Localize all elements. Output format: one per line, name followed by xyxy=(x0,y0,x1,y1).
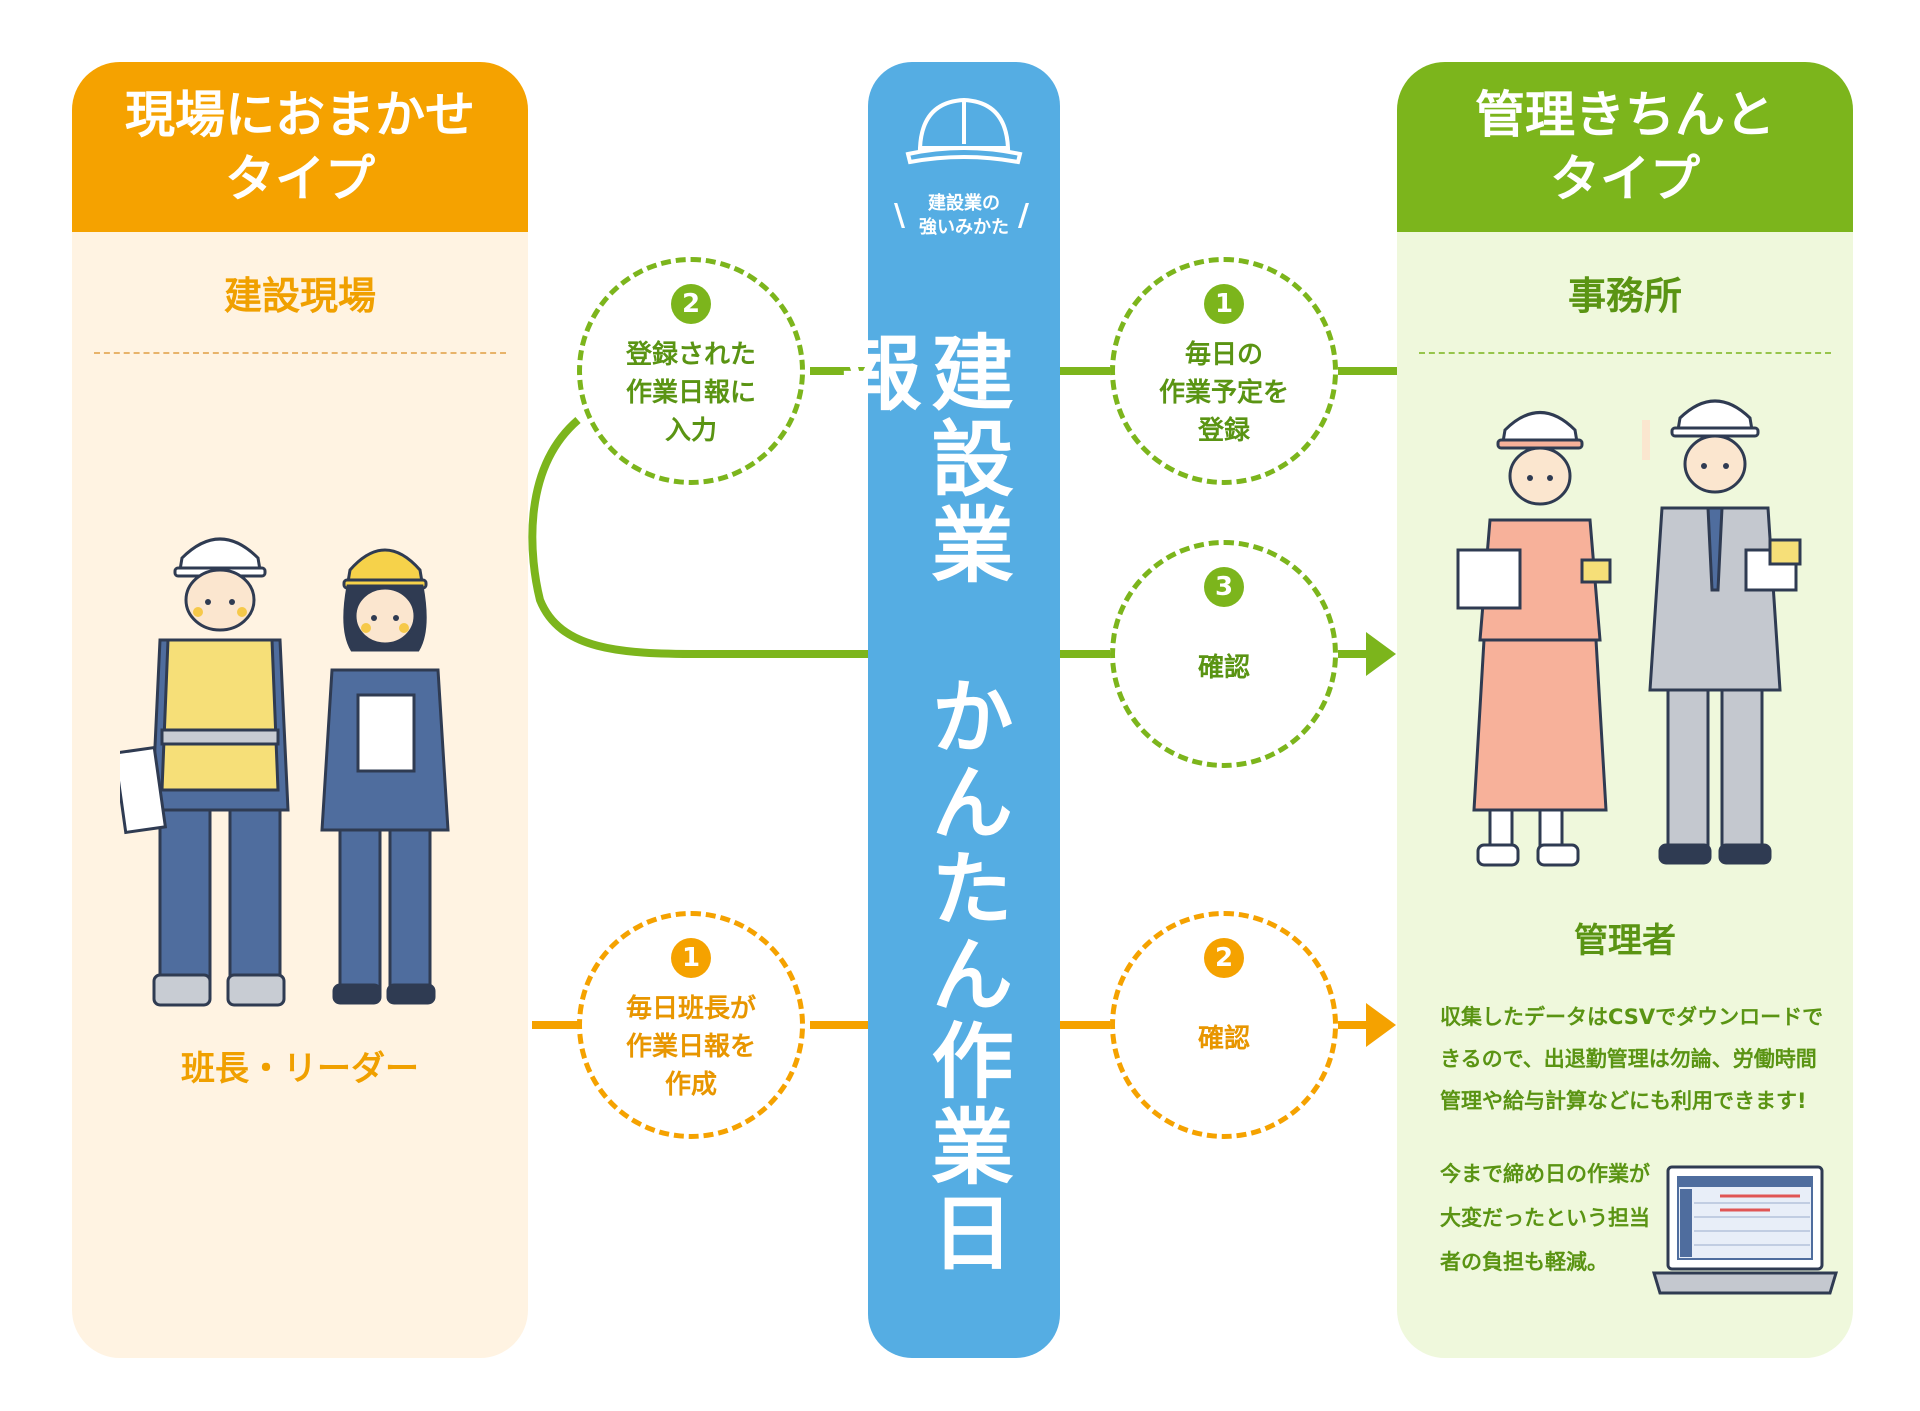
office-managers-illustration xyxy=(1456,399,1802,867)
hard-hat-icon xyxy=(905,97,1023,165)
tagline-line-1: 建設業の xyxy=(928,193,1000,214)
divider xyxy=(94,352,506,354)
laptop-illustration xyxy=(1651,1165,1839,1295)
step-number: 2 xyxy=(1204,938,1244,978)
manager-label: 管理者 xyxy=(1574,921,1676,961)
step-number: 1 xyxy=(671,938,711,978)
tagline-bracket-right: / xyxy=(1018,198,1029,233)
step-number: 3 xyxy=(1204,567,1244,607)
step-text: 毎日班長が 作業日報を 作成 xyxy=(625,994,756,1100)
step-circle-confirm-green: 3 確認 xyxy=(1110,540,1338,768)
site-type-title: 現場におまかせ xyxy=(125,86,475,144)
step-number: 1 xyxy=(1204,284,1244,324)
csv-description: 収集したデータはCSVでダウンロードできるので、出退勤管理は勿論、労働時間管理や… xyxy=(1440,1005,1824,1113)
step-circle-register-schedule: 1 毎日の 作業予定を 登録 xyxy=(1110,257,1338,485)
product-title: 建設業 かんたん作業日報 xyxy=(825,330,1012,1276)
divider xyxy=(1419,352,1831,354)
step-text: 登録された 作業日報に 入力 xyxy=(625,340,756,446)
tagline-bracket-left: \ xyxy=(894,198,905,233)
step-text: 毎日の 作業予定を 登録 xyxy=(1158,340,1289,446)
construction-site-heading: 建設現場 xyxy=(223,273,376,318)
office-heading: 事務所 xyxy=(1567,273,1682,318)
step-circle-confirm-orange: 2 確認 xyxy=(1110,911,1338,1139)
burden-description: 今まで締め日の作業が大変だったという担当者の負担も軽減。 xyxy=(1440,1162,1650,1274)
step-circle-create-report: 1 毎日班長が 作業日報を 作成 xyxy=(577,911,805,1139)
management-type-title-suffix: タイプ xyxy=(1550,150,1700,208)
step-circle-register-input: 2 登録された 作業日報に 入力 xyxy=(577,257,805,485)
product-column: \ 建設業の 強いみかた / 建設業 かんたん作業日報 xyxy=(825,62,1060,1358)
step-number: 2 xyxy=(671,284,711,324)
site-type-header: 現場におまかせ タイプ xyxy=(72,62,528,232)
step-text: 確認 xyxy=(1197,1024,1250,1054)
site-type-panel: 現場におまかせ タイプ 建設現場 xyxy=(72,62,528,1358)
management-type-title: 管理きちんと xyxy=(1475,86,1775,144)
tagline: 建設業の 強いみかた xyxy=(868,192,1060,240)
team-leader-label: 班長・リーダー xyxy=(181,1049,419,1089)
site-type-title-suffix: タイプ xyxy=(225,150,375,208)
management-type-header: 管理きちんと タイプ xyxy=(1397,62,1853,232)
management-type-panel: 管理きちんと タイプ 事務所 xyxy=(1397,62,1853,1358)
step-text: 確認 xyxy=(1197,653,1250,683)
site-workers-illustration xyxy=(120,537,450,1007)
tagline-line-2: 強いみかた xyxy=(919,217,1009,238)
